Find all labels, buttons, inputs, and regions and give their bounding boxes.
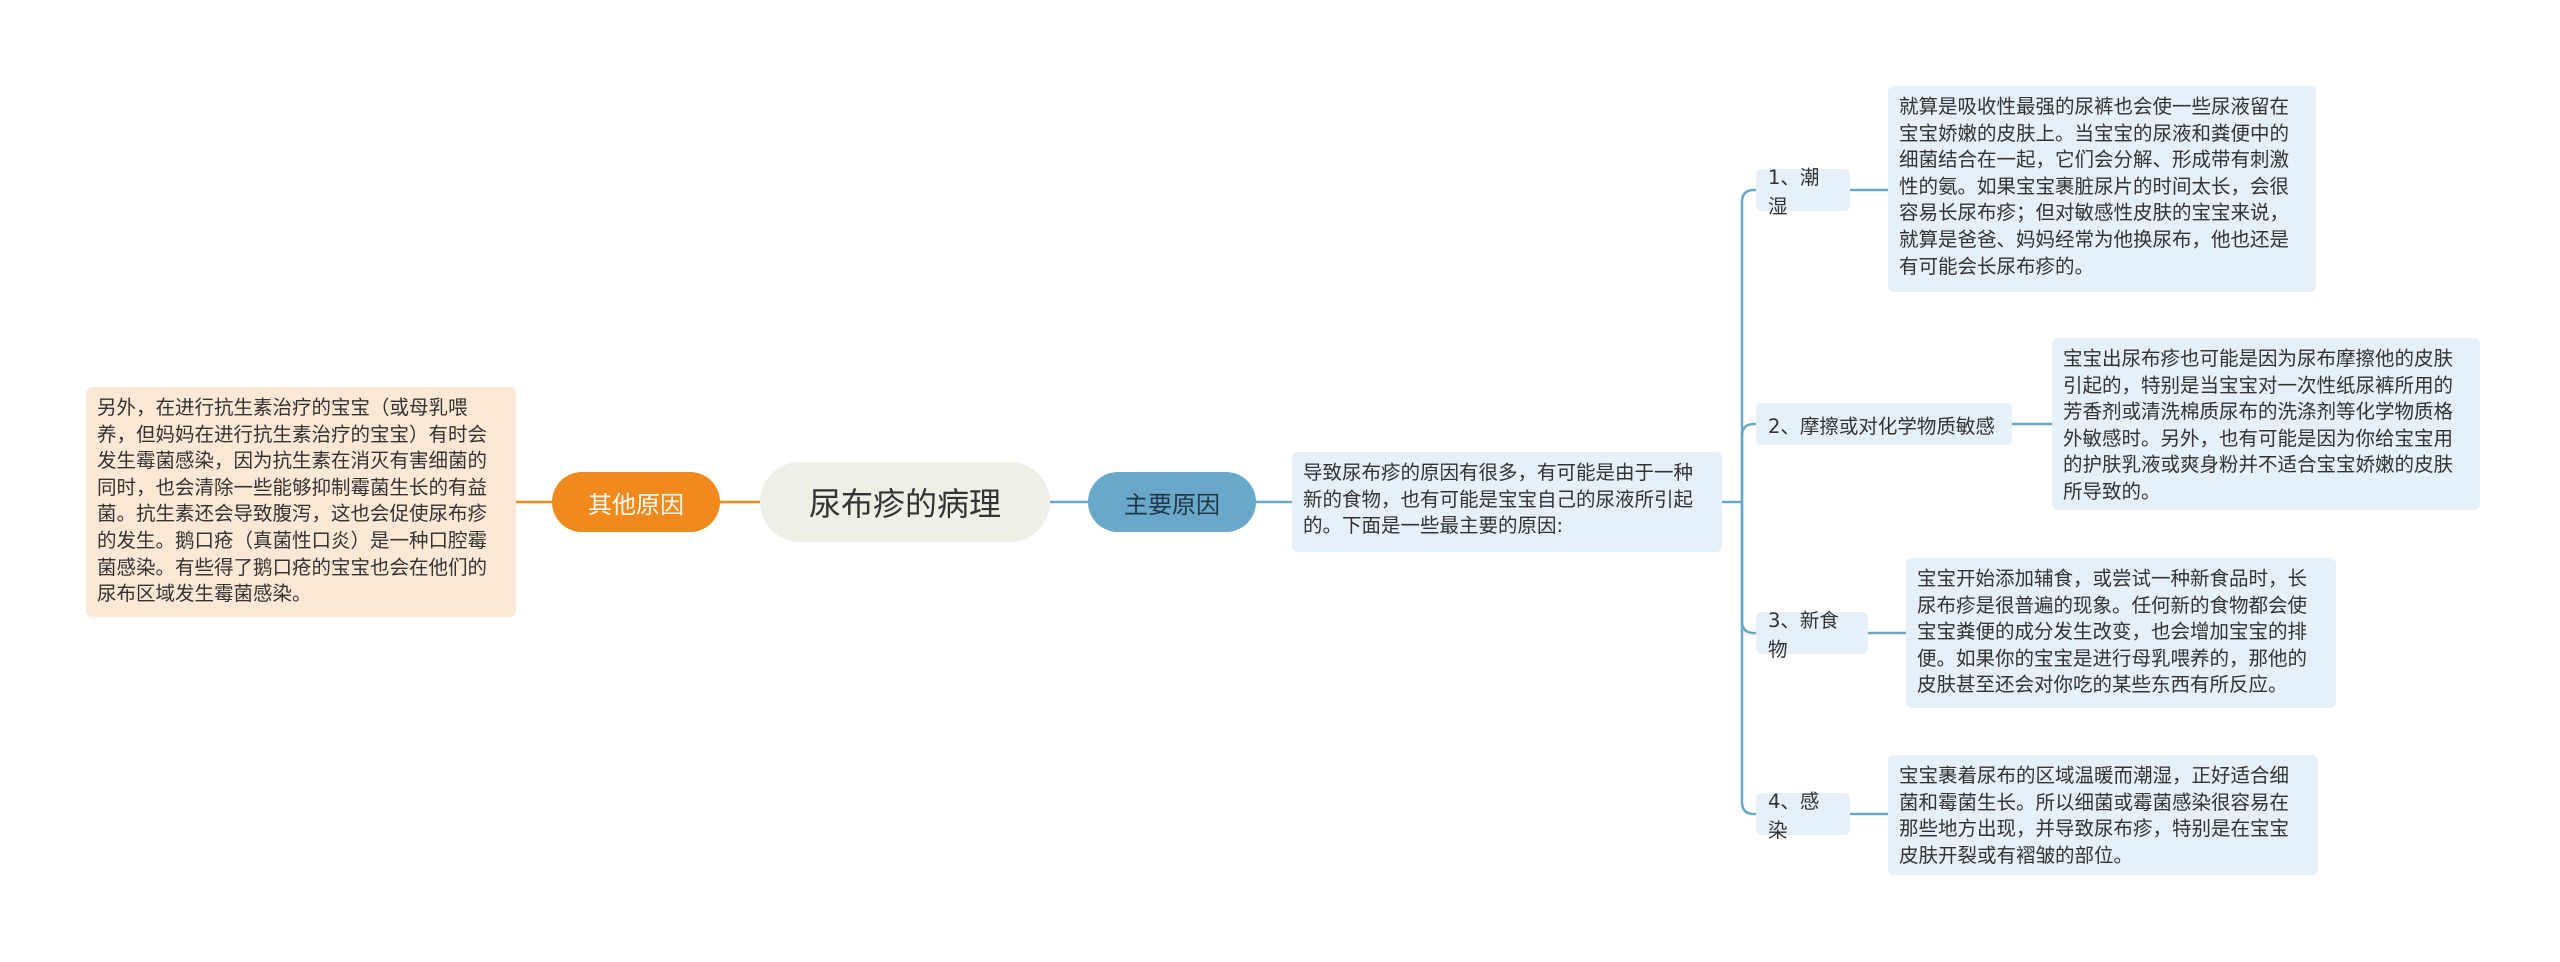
cause-infection-detail: 宝宝裹着尿布的区域温暖而潮湿，正好适合细菌和霉菌生长。所以细菌或霉菌感染很容易在… <box>1888 755 2318 875</box>
connector-trunk-cause-3 <box>1740 502 1756 635</box>
branch-other-causes[interactable]: 其他原因 <box>552 472 720 532</box>
cause-friction-detail: 宝宝出尿布疹也可能是因为尿布摩擦他的皮肤引起的，特别是当宝宝对一次性纸尿裤所用的… <box>2052 338 2480 510</box>
cause-infection[interactable]: 4、感染 <box>1756 790 1850 842</box>
cause-friction-chemicals[interactable]: 2、摩擦或对化学物质敏感 <box>1756 403 2012 445</box>
connector-trunk-cause-1 <box>1740 188 1756 502</box>
cause-moisture[interactable]: 1、潮湿 <box>1756 166 1850 218</box>
branch-main-causes[interactable]: 主要原因 <box>1088 472 1256 532</box>
connector-trunk-cause-2 <box>1740 422 1756 502</box>
cause-new-food[interactable]: 3、新食物 <box>1756 609 1868 661</box>
other-causes-note: 另外，在进行抗生素治疗的宝宝（或母乳喂养，但妈妈在进行抗生素治疗的宝宝）有时会发… <box>86 387 516 617</box>
cause-moisture-detail: 就算是吸收性最强的尿裤也会使一些尿液留在宝宝娇嫩的皮肤上。当宝宝的尿液和粪便中的… <box>1888 86 2316 292</box>
cause-new-food-detail: 宝宝开始添加辅食，或尝试一种新食品时，长尿布疹是很普遍的现象。任何新的食物都会使… <box>1906 558 2336 708</box>
main-intro-text: 导致尿布疹的原因有很多，有可能是由于一种新的食物，也有可能是宝宝自己的尿液所引起… <box>1292 452 1722 552</box>
connector-trunk-cause-4 <box>1740 502 1756 816</box>
center-topic[interactable]: 尿布疹的病理 <box>760 462 1050 542</box>
